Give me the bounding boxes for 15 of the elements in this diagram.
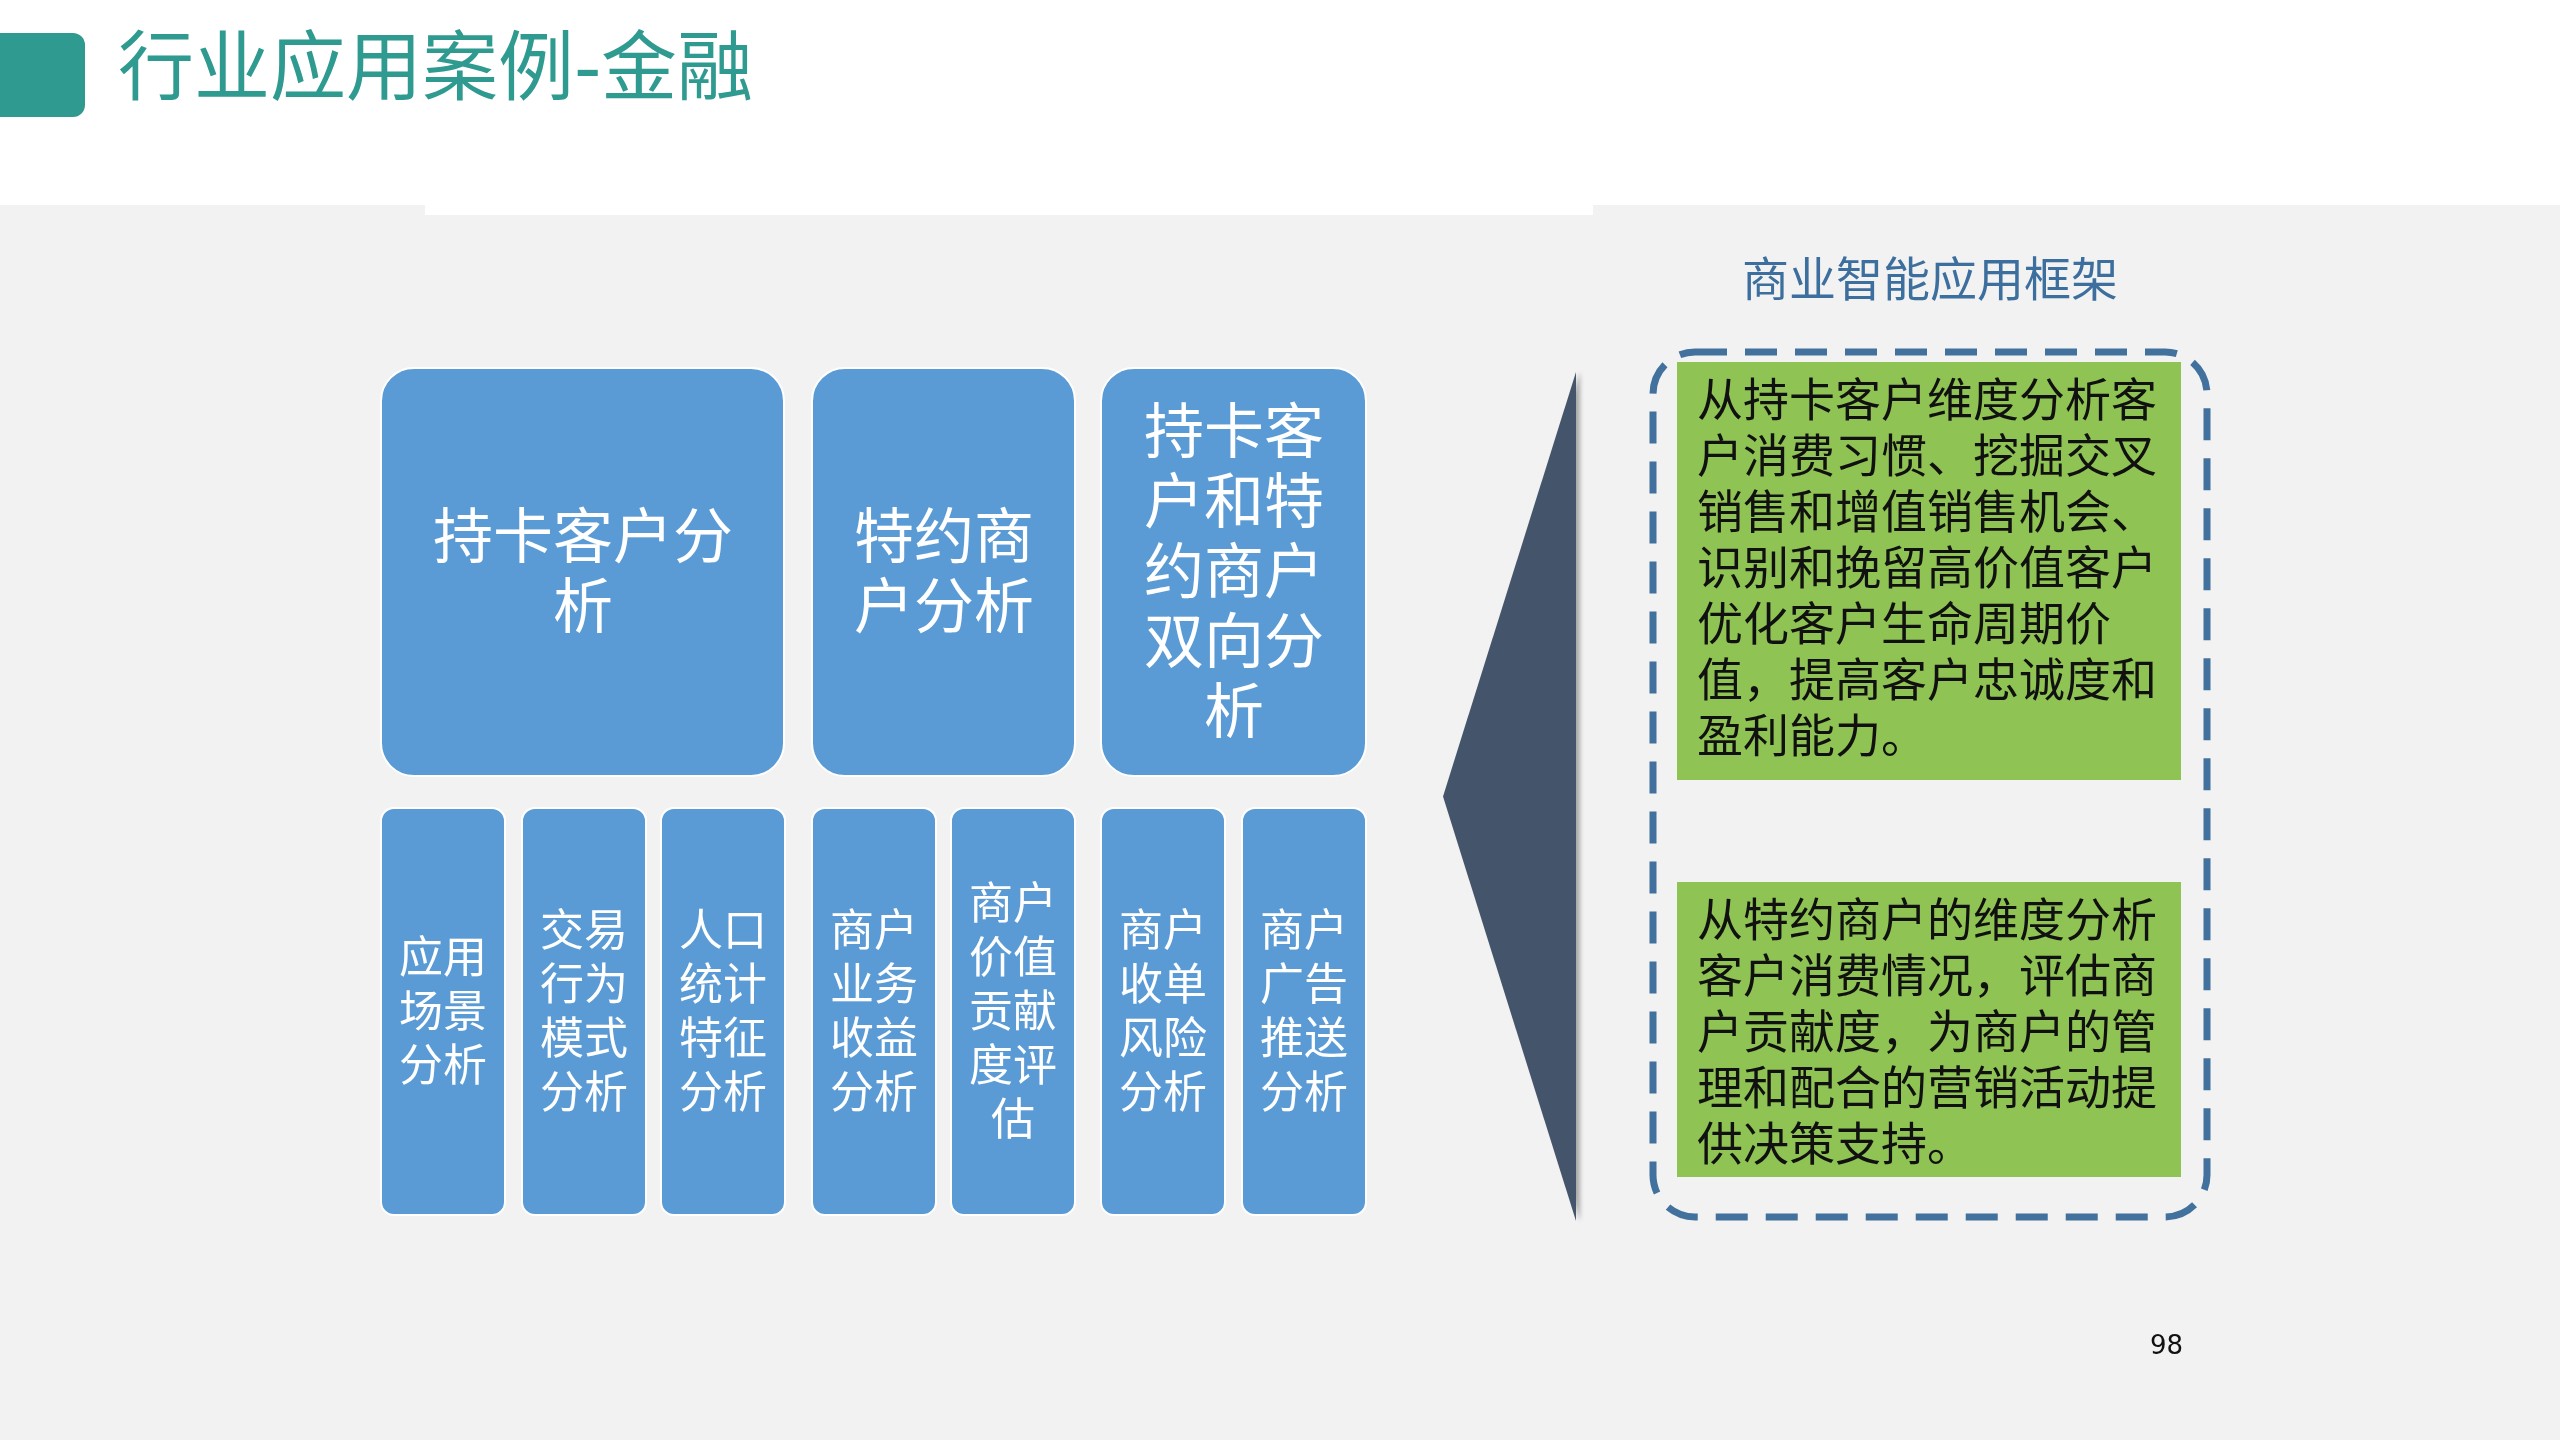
panel-heading: 商业智能应用框架 (1741, 251, 2119, 309)
category-box: 特约商户分析 (811, 367, 1076, 777)
subcategory-box: 商户广告推送分析 (1241, 807, 1367, 1216)
subcategory-box: 商户收单风险分析 (1100, 807, 1226, 1216)
subcategory-box: 应用场景分析 (380, 807, 506, 1216)
description-box: 从特约商户的维度分析客户消费情况，评估商户贡献度，为商户的管理和配合的营销活动提供决策支持。 (1677, 882, 2181, 1177)
page-number: 98 (2150, 1329, 2184, 1362)
subcategory-box: 交易行为模式分析 (521, 807, 647, 1216)
subcategory-box: 人口统计特征分析 (660, 807, 786, 1216)
subcategory-box: 商户价值贡献度评估 (950, 807, 1076, 1216)
page-title: 行业应用案例-金融 (118, 22, 754, 114)
description-box: 从持卡客户维度分析客户消费习惯、挖掘交叉销售和增值销售机会、识别和挽留高价值客户优化客户生命周期价值，提高客户忠诚度和盈利能力。 (1677, 362, 2181, 780)
category-box: 持卡客户分析 (380, 367, 785, 777)
subcategory-box: 商户业务收益分析 (811, 807, 937, 1216)
category-box: 持卡客户和特约商户双向分析 (1100, 367, 1367, 777)
